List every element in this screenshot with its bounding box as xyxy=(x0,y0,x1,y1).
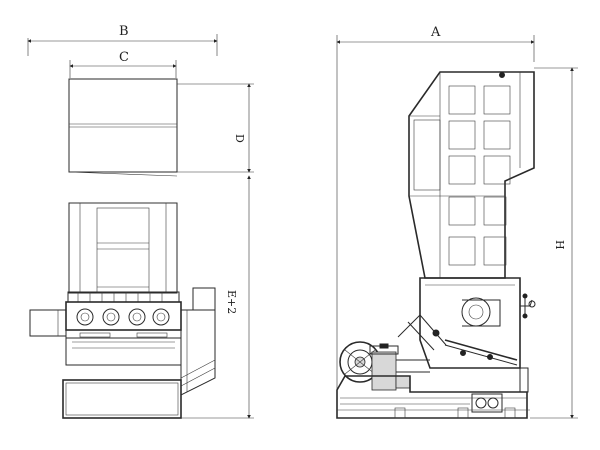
front-body xyxy=(68,202,178,294)
dim-e-label: E+2 xyxy=(225,290,238,314)
side-cutting-chamber xyxy=(419,277,536,369)
dimension-h: H xyxy=(530,67,578,419)
dim-b-label: B xyxy=(119,24,129,39)
side-hopper xyxy=(408,71,535,279)
dim-h-label: H xyxy=(553,240,566,250)
dim-a-label: A xyxy=(430,25,441,40)
front-view: B C D xyxy=(27,24,254,419)
dimension-c: C xyxy=(69,50,177,78)
dimension-b: B xyxy=(27,24,218,56)
side-base xyxy=(336,367,530,419)
dimension-d: D xyxy=(177,83,254,173)
front-discharge-chute xyxy=(180,287,216,396)
side-motor xyxy=(339,341,430,391)
dimension-a: A xyxy=(336,25,535,418)
dim-d-label: D xyxy=(233,134,246,143)
front-base xyxy=(62,379,182,419)
dimension-e: E+2 xyxy=(181,175,254,419)
front-hopper xyxy=(68,78,178,177)
front-cutting-chamber xyxy=(29,291,182,337)
side-view: A H xyxy=(336,25,578,419)
front-lower-housing xyxy=(65,329,182,366)
dim-c-label: C xyxy=(119,50,129,65)
side-linkage xyxy=(397,314,518,366)
